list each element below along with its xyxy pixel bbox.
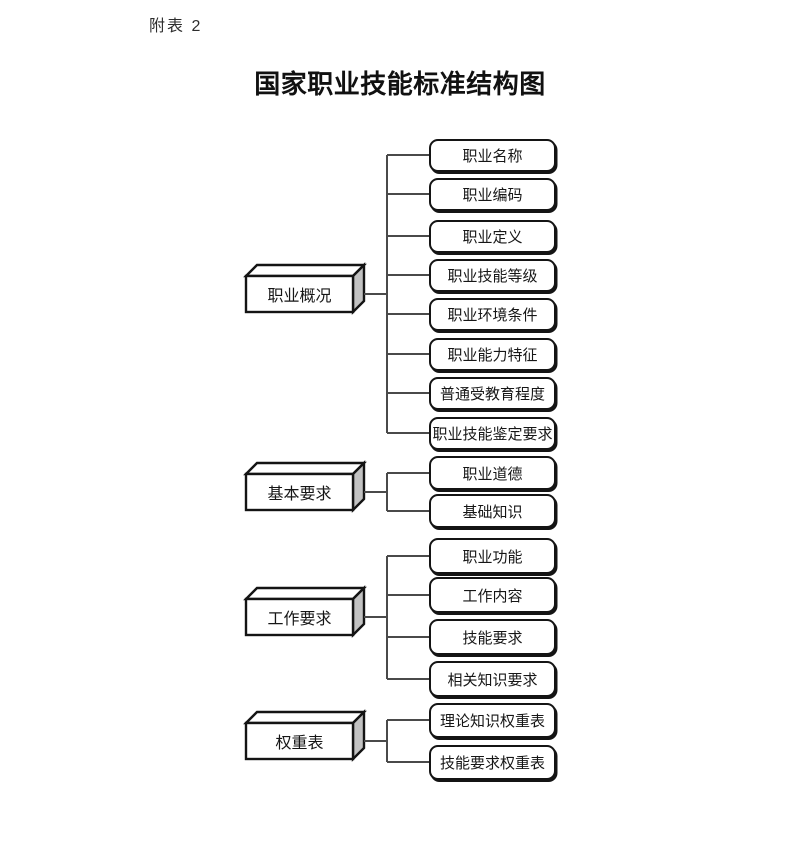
connector-branch-line	[387, 235, 429, 237]
connector-branch-line	[387, 193, 429, 195]
appendix-label: 附表 2	[149, 18, 203, 35]
cube-shape	[243, 585, 367, 638]
child-node: 普通受教育程度	[429, 376, 556, 410]
connector-branch-line	[387, 432, 429, 434]
child-node: 相关知识要求	[429, 661, 556, 697]
connector-branch-line	[387, 636, 429, 638]
child-node: 工作内容	[429, 577, 556, 613]
group-label: 职业概况	[267, 288, 332, 305]
child-node: 职业道德	[429, 456, 556, 490]
connector-branch-line	[387, 510, 429, 512]
cube-top-face	[243, 263, 367, 278]
connector-branch-line	[387, 313, 429, 315]
child-node: 技能要求	[429, 619, 556, 655]
cube-shape	[243, 460, 367, 513]
connector-branch-line	[387, 678, 429, 680]
cube-top-face	[243, 461, 367, 476]
connector-branch-line	[387, 392, 429, 394]
group-parent-node: 职业概况	[243, 262, 367, 315]
child-node: 职业能力特征	[429, 337, 556, 371]
connector-trunk-line	[386, 155, 388, 433]
group-parent-node: 工作要求	[243, 585, 367, 638]
connector-parent-line	[364, 740, 388, 742]
group-parent-node: 权重表	[243, 709, 367, 762]
child-node: 职业技能等级	[429, 258, 556, 292]
child-node: 职业名称	[429, 138, 556, 172]
cube-front-face	[244, 472, 355, 512]
cube-top-face	[243, 586, 367, 601]
cube-shape	[243, 262, 367, 315]
group-label: 基本要求	[267, 486, 332, 503]
connector-branch-line	[387, 472, 429, 474]
connector-branch-line	[387, 761, 429, 763]
diagram-title: 国家职业技能标准结构图	[254, 70, 546, 99]
cube-front-face	[244, 597, 355, 637]
connector-branch-line	[387, 274, 429, 276]
child-node: 职业技能鉴定要求	[429, 416, 556, 450]
connector-branch-line	[387, 555, 429, 557]
group-label: 权重表	[275, 735, 324, 752]
connector-branch-line	[387, 594, 429, 596]
connector-trunk-line	[386, 720, 388, 762]
connector-branch-line	[387, 719, 429, 721]
connector-parent-line	[364, 491, 388, 493]
connector-trunk-line	[386, 473, 388, 511]
cube-shape	[243, 709, 367, 762]
child-node: 职业定义	[429, 219, 556, 253]
child-node: 技能要求权重表	[429, 744, 556, 780]
group-label: 工作要求	[267, 611, 332, 628]
child-node: 职业编码	[429, 177, 556, 211]
connector-parent-line	[364, 616, 388, 618]
connector-trunk-line	[386, 556, 388, 679]
cube-top-face	[243, 710, 367, 725]
child-node: 理论知识权重表	[429, 702, 556, 738]
connector-branch-line	[387, 353, 429, 355]
child-node: 职业环境条件	[429, 297, 556, 331]
cube-front-face	[244, 274, 355, 314]
connector-branch-line	[387, 154, 429, 156]
cube-front-face	[244, 721, 355, 761]
child-node: 基础知识	[429, 494, 556, 528]
connector-parent-line	[364, 293, 388, 295]
group-parent-node: 基本要求	[243, 460, 367, 513]
child-node: 职业功能	[429, 538, 556, 574]
